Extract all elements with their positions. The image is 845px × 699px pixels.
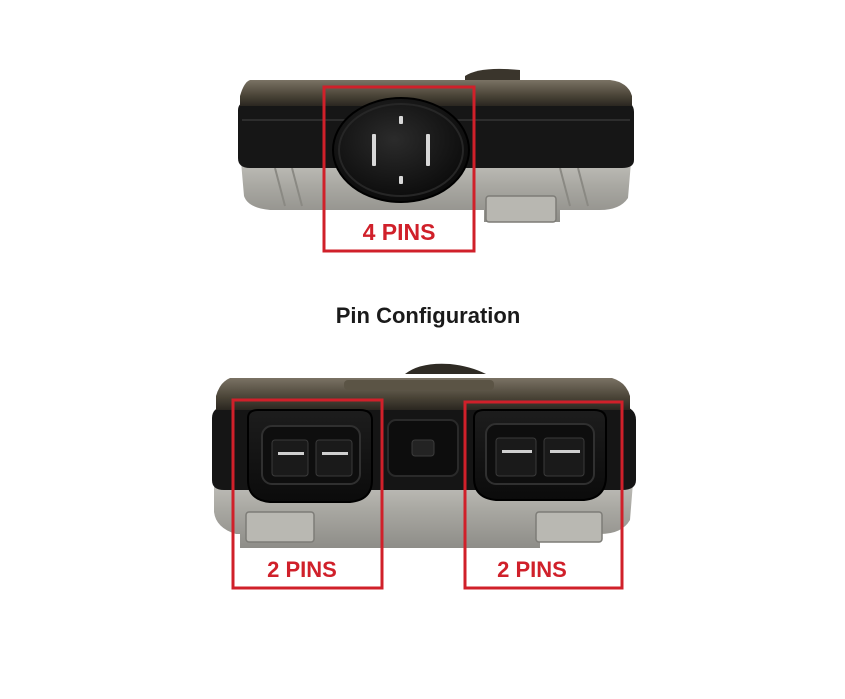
bottom-left-mounting-tab [245,511,315,543]
bottom-right-mounting-tab [535,511,603,543]
top-module-fins [274,167,589,207]
four-pin-callout-box [322,85,476,253]
top-module-photo [238,68,634,223]
left-two-pin-connector [247,409,373,503]
four-pin-contacts [372,116,430,184]
bottom-module-photo [212,363,636,548]
top-module-mounting-tab [485,195,557,223]
top-module-top-plate [240,80,632,106]
four-pin-callout-label: 4 PINS [363,219,436,245]
pin-configuration-caption: Pin Configuration [336,303,521,328]
right-two-pin-connector [473,409,607,501]
left-two-pin-callout-label: 2 PINS [267,557,337,582]
right-two-pin-callout-box [463,400,624,590]
left-two-pin-callout-box [231,398,384,590]
right-two-pin-callout-label: 2 PINS [497,557,567,582]
four-pin-round-connector [332,97,470,203]
